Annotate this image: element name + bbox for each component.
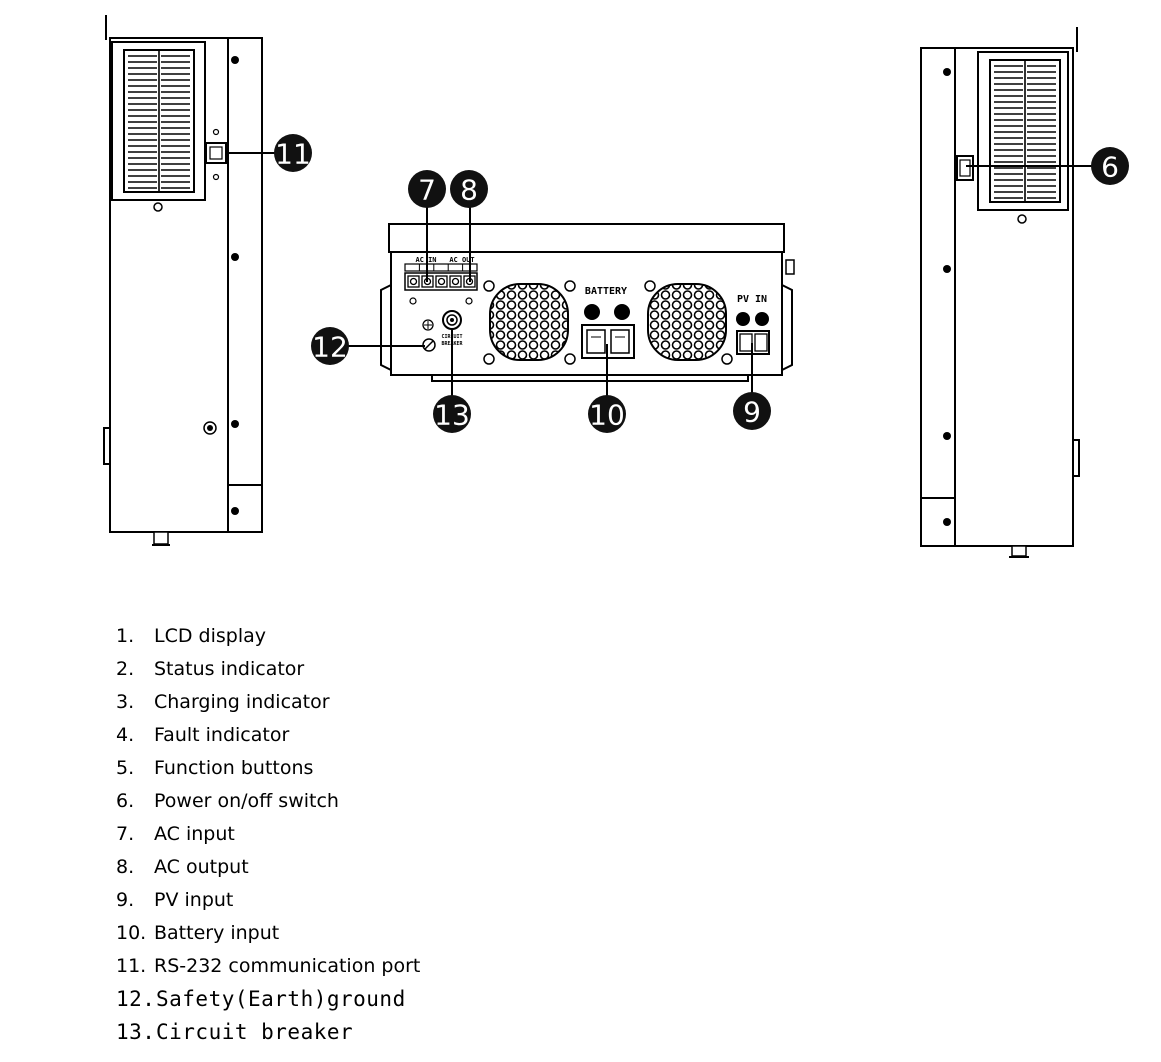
- pv-in-label: PV IN: [737, 294, 767, 305]
- legend-list: 1.LCD display 2.Status indicator 3.Charg…: [116, 620, 716, 1049]
- legend-item: 5.Function buttons: [116, 757, 314, 779]
- left-side-view: [103, 15, 278, 546]
- callout-12: 12: [311, 327, 349, 365]
- legend-item: 2.Status indicator: [116, 658, 305, 680]
- right-side-view: [920, 27, 1092, 558]
- callout-8: 8: [450, 170, 488, 208]
- svg-text:9: 9: [743, 396, 761, 429]
- callout-13: 13: [433, 395, 471, 433]
- legend-item: 9.PV input: [116, 889, 234, 911]
- legend-item: 12.Safety(Earth)ground: [116, 987, 406, 1011]
- ac-out-label: AC OUT: [449, 256, 474, 264]
- legend-item: 8.AC output: [116, 856, 249, 878]
- svg-text:13: 13: [434, 399, 470, 432]
- legend-item: 1.LCD display: [116, 625, 266, 647]
- right-fan-grille: [647, 283, 727, 361]
- legend-item: 6.Power on/off switch: [116, 790, 339, 812]
- callout-7: 7: [408, 170, 446, 208]
- legend-item: 13.Circuit breaker: [116, 1020, 354, 1044]
- pv-knockout-right: [755, 312, 769, 326]
- inverter-diagram: AC IN AC OUT BATTERY PV IN CIRCUIT BREAK…: [103, 15, 1129, 558]
- legend-item: 3.Charging indicator: [116, 691, 330, 713]
- battery-label: BATTERY: [585, 286, 627, 297]
- bottom-view: [345, 205, 795, 400]
- pv-knockout-left: [736, 312, 750, 326]
- legend-item: 4.Fault indicator: [116, 724, 290, 746]
- svg-text:6: 6: [1101, 151, 1119, 184]
- legend-item: 11.RS-232 communication port: [116, 955, 421, 977]
- legend-item: 7.AC input: [116, 823, 235, 845]
- svg-text:11: 11: [275, 138, 311, 171]
- callout-11: 11: [274, 134, 312, 172]
- callout-10: 10: [588, 395, 626, 433]
- legend-item: 10.Battery input: [116, 922, 280, 944]
- right-vent-grille: [977, 51, 1069, 211]
- svg-text:12: 12: [312, 331, 348, 364]
- left-fan-grille: [489, 283, 569, 361]
- ac-in-label: AC IN: [415, 256, 436, 264]
- breaker-label-line2: BREAKER: [441, 341, 463, 347]
- battery-knockout-left: [584, 304, 600, 320]
- svg-text:7: 7: [418, 174, 436, 207]
- callout-6: 6: [1091, 147, 1129, 185]
- svg-text:10: 10: [589, 399, 625, 432]
- svg-text:8: 8: [460, 174, 478, 207]
- breaker-label-line1: CIRCUIT: [441, 334, 462, 340]
- left-vent-grille: [111, 41, 206, 201]
- callout-9: 9: [733, 392, 771, 430]
- battery-knockout-right: [614, 304, 630, 320]
